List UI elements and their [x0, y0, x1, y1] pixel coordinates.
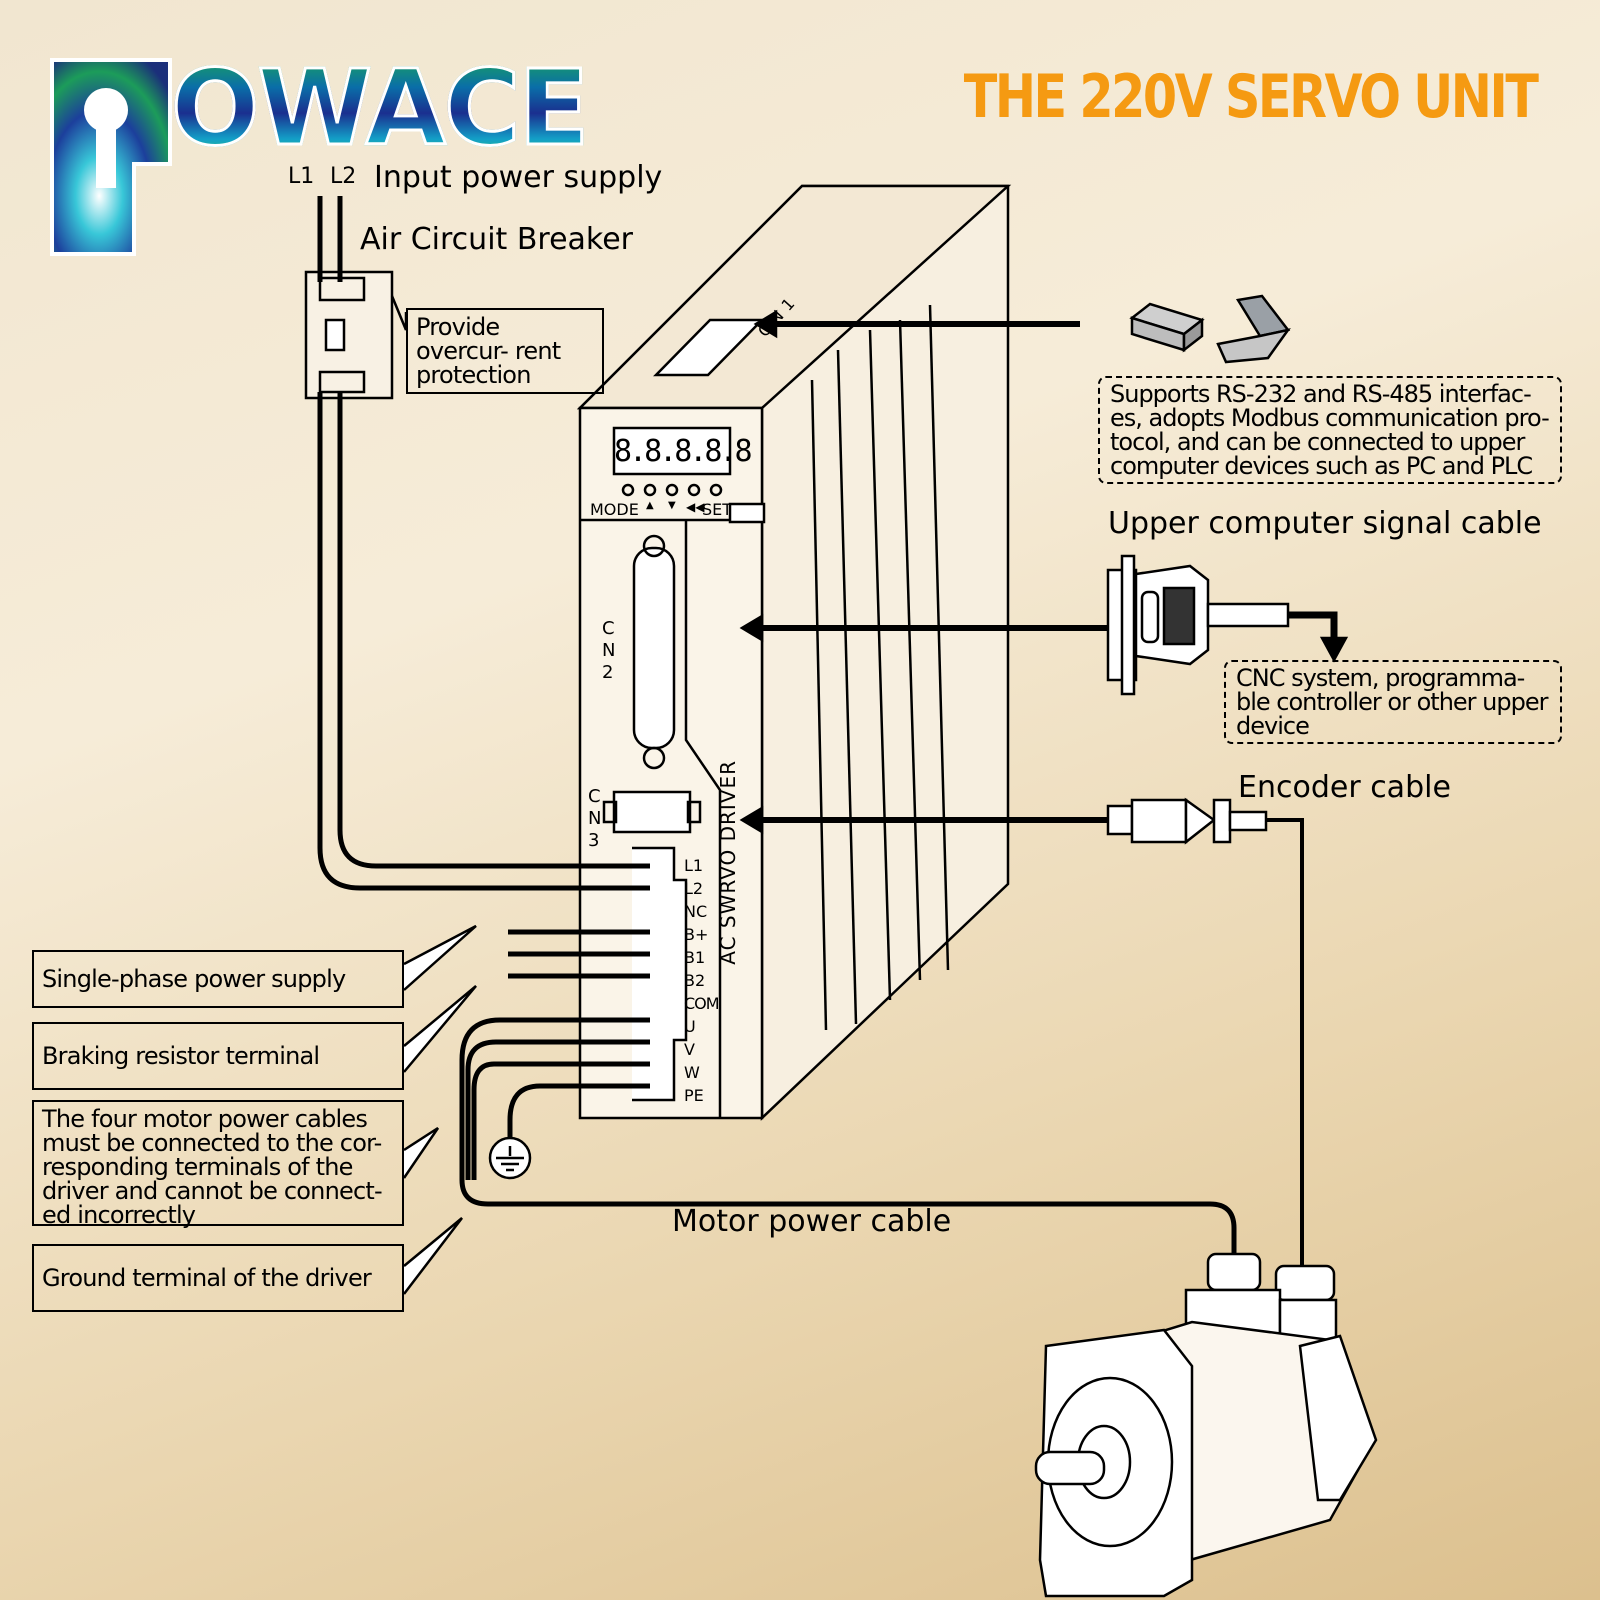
hub-icon — [1129, 302, 1205, 353]
servo-driver — [576, 184, 1012, 1121]
led-display: 8.8.8.8.8 — [614, 434, 753, 469]
button-label-mode: MODE — [590, 500, 639, 519]
terminal-b2: B2 — [684, 971, 706, 990]
encoder-connector-icon — [1106, 797, 1304, 1270]
air-circuit-breaker — [304, 270, 394, 400]
rs-support-callout: Supports RS-232 and RS-485 interfac- es,… — [1098, 376, 1562, 484]
terminal-b-plus: B+ — [684, 925, 709, 944]
driver-side-label: AC SWRVO DRIVER — [716, 760, 740, 965]
l2-label: L2 — [330, 164, 357, 189]
terminal-pe: PE — [684, 1086, 704, 1105]
cnc-system-callout: CNC system, programma- ble controller or… — [1224, 660, 1562, 744]
button-label-set: SET — [702, 500, 733, 519]
ground-terminal-callout: Ground terminal of the driver — [32, 1244, 404, 1312]
upper-signal-cable-label: Upper computer signal cable — [1108, 506, 1542, 541]
motor-power-cable-label: Motor power cable — [672, 1204, 952, 1239]
cn3-label: CN3 — [588, 786, 602, 851]
air-breaker-label: Air Circuit Breaker — [360, 222, 634, 257]
laptop-icon — [1216, 294, 1291, 364]
overcurrent-callout: Provide overcur- rent protection — [406, 308, 604, 394]
four-motor-cables-callout: The four motor power cables must be conn… — [32, 1100, 404, 1227]
terminal-w: W — [684, 1063, 700, 1082]
braking-resistor-callout: Braking resistor terminal — [32, 1022, 404, 1090]
db-connector-icon — [1106, 554, 1349, 696]
servo-motor — [1034, 1252, 1378, 1598]
cn2-label: CN2 — [602, 618, 616, 683]
terminal-u: U — [684, 1017, 696, 1036]
button-label-down: ▼ — [668, 500, 676, 511]
button-dots — [621, 483, 723, 497]
terminal-nc: NC — [684, 902, 708, 921]
key-logo-icon — [50, 58, 172, 256]
logo-wordmark: OWACE — [169, 47, 590, 169]
button-label-shift: ◀◀ — [686, 500, 705, 514]
input-power-label: Input power supply — [374, 160, 663, 195]
brand-logo: OWACE — [46, 54, 596, 259]
terminal-l1: L1 — [684, 856, 704, 875]
l1-label: L1 — [288, 164, 315, 189]
single-phase-callout: Single-phase power supply — [32, 950, 404, 1008]
terminal-l2: L2 — [684, 879, 704, 898]
terminal-v: V — [684, 1040, 695, 1059]
ground-icon — [488, 1136, 532, 1180]
terminal-b1: B1 — [684, 948, 706, 967]
terminal-com: COM — [684, 994, 720, 1013]
page-title: THE 220V SERVO UNIT — [963, 62, 1538, 132]
encoder-cable-label: Encoder cable — [1238, 770, 1451, 805]
button-label-up: ▲ — [646, 500, 654, 511]
